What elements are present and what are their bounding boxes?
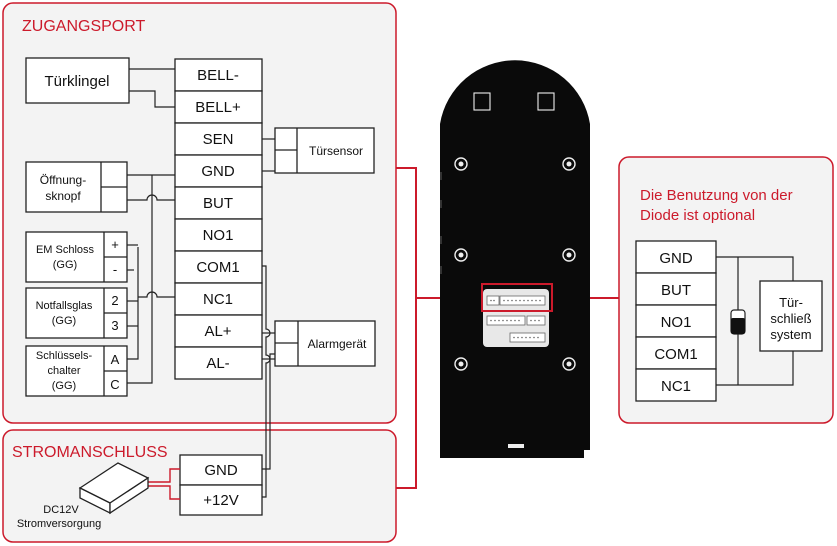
power-wiring: [140, 468, 180, 500]
exit-button-label-1: Öffnung-: [40, 173, 86, 187]
door-sensor-label: Türsensor: [309, 144, 363, 158]
connector-highlight: [481, 283, 553, 312]
diode-terminal-com1: COM1: [654, 346, 697, 363]
door-lock-box: [759, 280, 823, 352]
terminal-al-minus: AL-: [206, 355, 229, 372]
terminal-com1: COM1: [196, 259, 239, 276]
screw-icons: [454, 157, 576, 371]
break-glass-label-2: (GG): [52, 315, 76, 327]
power-title: STROMANSCHLUSS: [12, 444, 168, 461]
em-lock-plus: +: [111, 237, 119, 252]
terminal-block: [174, 58, 263, 380]
diode-icon: [730, 309, 746, 335]
power-terminal-12v: +12V: [203, 492, 238, 509]
terminal-nc1: NC1: [203, 291, 233, 308]
exit-button-label-2: sknopf: [45, 189, 81, 203]
left-wiring: [127, 68, 175, 384]
door-lock-label-3: system: [770, 327, 811, 342]
door-lock-label-1: Tür-: [779, 295, 803, 310]
break-glass-label-1: Notfallsglas: [36, 300, 93, 312]
diode-note-line-2: Diode ist optional: [640, 207, 755, 224]
terminal-no1: NO1: [203, 227, 234, 244]
break-glass-term-3: 3: [111, 318, 118, 333]
power-supply-label-1: DC12V: [43, 504, 79, 516]
terminal-gnd: GND: [201, 163, 235, 180]
power-terminal-block: [179, 454, 263, 516]
reader-slot-right-icon: [537, 92, 555, 111]
power-supply-label-2: Stromversorgung: [17, 518, 101, 530]
key-switch-label-3: (GG): [52, 380, 76, 392]
key-switch-term-c: C: [110, 377, 119, 392]
access-port-title: ZUGANGSPORT: [22, 18, 146, 35]
diode-terminal-nc1: NC1: [661, 378, 691, 395]
key-switch-label-2: chalter: [47, 365, 80, 377]
terminal-sen: SEN: [203, 131, 234, 148]
diode-terminal-block: [635, 240, 717, 402]
power-supply-icon: [78, 462, 150, 515]
terminal-bell-minus: BELL-: [197, 67, 239, 84]
doorbell-box: [25, 57, 130, 104]
terminal-bell-plus: BELL+: [195, 99, 241, 116]
reader-device: [440, 60, 590, 458]
power-terminal-gnd: GND: [204, 462, 238, 479]
diode-terminal-no1: NO1: [661, 314, 692, 331]
terminal-al-plus: AL+: [204, 323, 231, 340]
doorbell-label: Türklingel: [44, 73, 109, 90]
diode-wiring: [716, 256, 794, 386]
em-lock-label-1: EM Schloss: [36, 244, 95, 256]
diode-terminal-but: BUT: [661, 282, 691, 299]
terminal-but: BUT: [203, 195, 233, 212]
diode-note-line-1: Die Benutzung von der: [640, 187, 793, 204]
reader-slot-left-icon: [473, 92, 491, 111]
em-lock-label-2: (GG): [53, 259, 77, 271]
key-switch-label-1: Schlüssels-: [36, 350, 93, 362]
right-wiring: [262, 138, 275, 498]
em-lock-minus: -: [113, 262, 117, 277]
diode-terminal-gnd: GND: [659, 250, 693, 267]
alarm-label: Alarmgerät: [308, 337, 367, 351]
door-lock-label-2: schließ: [770, 311, 811, 326]
key-switch-term-a: A: [111, 352, 120, 367]
break-glass-term-2: 2: [111, 293, 118, 308]
